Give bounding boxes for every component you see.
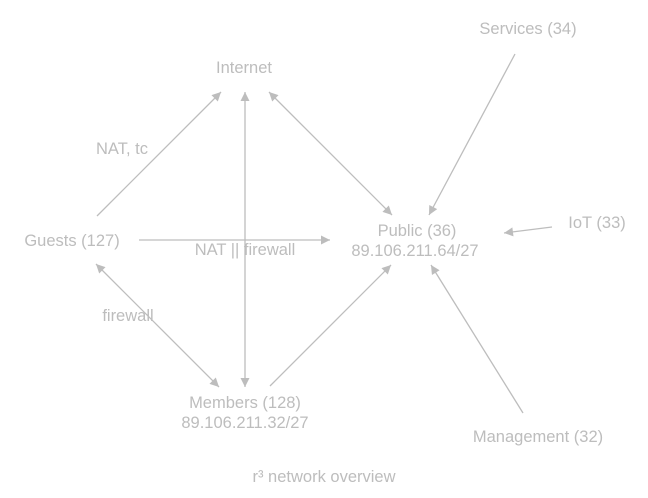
node-internet: Internet: [216, 59, 272, 77]
edge-management-public: [430, 264, 524, 414]
edges: [95, 53, 553, 414]
node-iot: IoT (33): [568, 214, 625, 232]
edge-label-firewall: firewall: [102, 307, 153, 325]
edge-iot-public: [503, 226, 553, 237]
node-public-subnet: 89.106.211.64/27: [351, 242, 478, 260]
edge-guests-internet: [96, 91, 222, 217]
diagram-caption: r³ network overview: [252, 468, 395, 486]
edge-services-public: [428, 53, 516, 216]
nodes: Internet Services (34) Guests (127) Publ…: [24, 20, 625, 446]
node-members: Members (128): [189, 394, 301, 412]
node-public: Public (36): [378, 222, 457, 240]
edge-labels: NAT, tc NAT || firewall firewall: [96, 140, 295, 325]
node-guests: Guests (127): [24, 232, 119, 250]
node-management: Management (32): [473, 428, 603, 446]
edge-guests-members: [95, 263, 220, 388]
edge-members-public: [269, 264, 392, 387]
edge-label-nat-firewall: NAT || firewall: [195, 241, 296, 259]
edge-internet-public: [268, 91, 393, 216]
node-services: Services (34): [479, 20, 576, 38]
edge-label-nat-tc: NAT, tc: [96, 140, 148, 158]
node-members-subnet: 89.106.211.32/27: [181, 414, 308, 432]
